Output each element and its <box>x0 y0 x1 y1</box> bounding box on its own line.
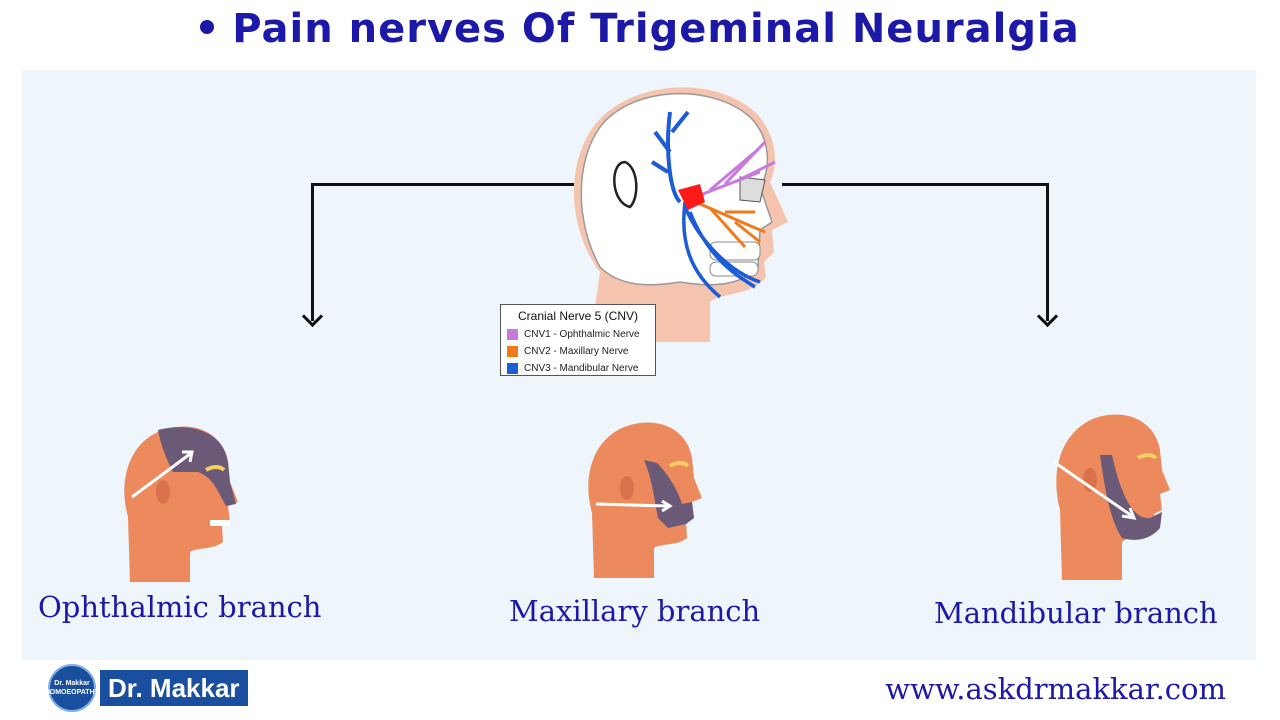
logo-name: Dr. Makkar <box>100 670 248 706</box>
maxillary-branch-label: Maxillary branch <box>509 594 761 628</box>
mandibular-branch-label: Mandibular branch <box>934 596 1218 630</box>
legend-title: Cranial Nerve 5 (CNV) <box>517 309 639 323</box>
nerve-legend: Cranial Nerve 5 (CNV) CNV1 - Ophthalmic … <box>500 304 656 376</box>
mandibular-swatch-icon <box>507 363 518 374</box>
maxillary-head-icon <box>588 422 702 578</box>
page-title: Pain nerves Of Trigeminal Neuralgia <box>0 6 1280 52</box>
legend-item-cnv3: CNV3 - Mandibular Nerve <box>507 360 649 377</box>
connector-right-vertical <box>1046 183 1049 321</box>
maxillary-swatch-icon <box>507 346 518 357</box>
connector-left-horizontal <box>312 183 574 186</box>
title-bullet-icon <box>200 20 215 34</box>
brand-logo[interactable]: Dr. Makkar HOMOEOPATHY Dr. Makkar <box>45 664 248 712</box>
logo-badge-icon: Dr. Makkar HOMOEOPATHY <box>45 664 99 712</box>
ophthalmic-swatch-icon <box>507 329 518 340</box>
ophthalmic-head-icon <box>124 426 238 582</box>
legend-item-cnv1: CNV1 - Ophthalmic Nerve <box>507 326 649 343</box>
connector-left-vertical <box>311 183 314 321</box>
legend-item-cnv2: CNV2 - Maxillary Nerve <box>507 343 649 360</box>
ophthalmic-branch-label: Ophthalmic branch <box>38 590 322 624</box>
connector-right-horizontal <box>782 183 1048 186</box>
website-link[interactable]: www.askdrmakkar.com <box>885 672 1226 706</box>
skull-nerve-illustration <box>573 87 788 342</box>
mandibular-head-icon <box>1053 414 1170 580</box>
